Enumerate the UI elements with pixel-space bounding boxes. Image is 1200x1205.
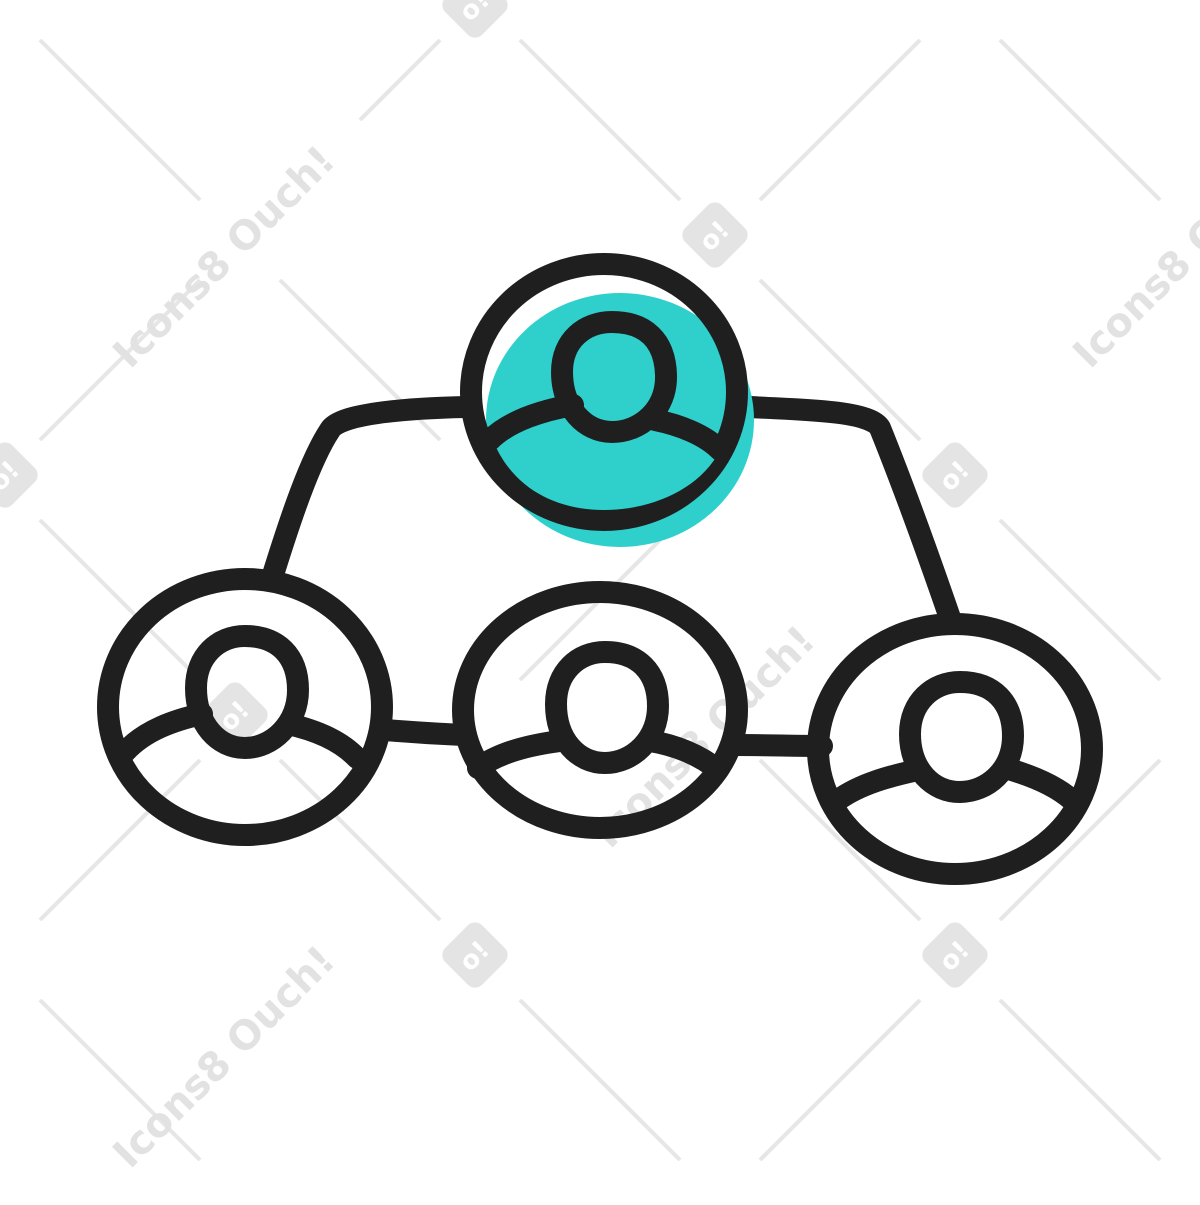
person-head <box>551 311 677 443</box>
watermark-line <box>518 38 682 202</box>
person-head <box>545 641 669 774</box>
watermark-line <box>278 758 442 922</box>
watermark-line <box>998 518 1162 682</box>
node-bottom-right <box>807 613 1103 885</box>
person-shoulders <box>467 730 729 781</box>
connector-top-to-bottom-right <box>739 396 961 629</box>
person-avatar-icon <box>479 311 731 510</box>
watermark-line <box>38 758 202 922</box>
watermark-line <box>998 38 1162 202</box>
node-bottom-left <box>97 568 393 846</box>
node-top-circle <box>460 253 748 531</box>
watermark-line <box>758 38 922 202</box>
watermark-text: Icons8 Ouch! <box>105 137 345 377</box>
watermark-line <box>38 38 202 202</box>
watermark-line <box>758 998 922 1162</box>
watermark-line <box>998 998 1162 1162</box>
person-shoulders <box>479 394 731 461</box>
watermark-line <box>998 758 1162 922</box>
node-bottom-right-circle <box>807 613 1103 885</box>
watermark-badge-icon: o! <box>682 202 748 268</box>
watermark-text: Icons8 Ouch! <box>105 937 345 1177</box>
node-bottom-middle <box>452 581 748 839</box>
watermark-line <box>358 38 442 122</box>
connector-bottom-left-to-bottom-middle <box>374 719 476 746</box>
node-top <box>460 253 754 547</box>
person-avatar-icon <box>827 671 1083 811</box>
person-avatar-icon <box>114 625 368 769</box>
watermark-line <box>38 518 202 682</box>
person-shoulders <box>114 703 368 769</box>
node-bottom-left-circle <box>97 568 393 846</box>
person-head <box>185 625 309 759</box>
watermark-badge-icon: o! <box>442 0 508 38</box>
watermark-line <box>38 998 202 1162</box>
connector-top-to-bottom-left <box>261 396 476 589</box>
watermark-line <box>518 998 682 1162</box>
watermark-badge-icon: o! <box>922 442 988 508</box>
watermark-badge-icon: o! <box>442 922 508 988</box>
watermark-badge-icon: o! <box>0 442 38 508</box>
person-avatar-icon <box>467 641 729 781</box>
person-head <box>899 671 1024 803</box>
person-shoulders <box>827 757 1083 811</box>
watermark-badge-icon: o! <box>922 922 988 988</box>
node-bottom-middle-circle <box>452 581 748 839</box>
watermark-line <box>38 278 202 442</box>
watermark-line <box>758 758 922 922</box>
watermark-line <box>758 278 922 442</box>
